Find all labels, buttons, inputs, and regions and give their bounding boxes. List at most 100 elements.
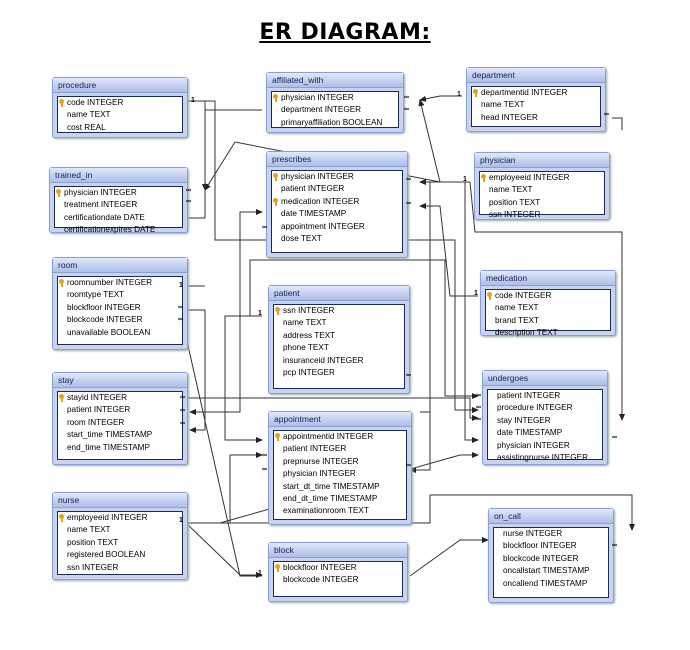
entity-title: trained_in — [50, 168, 187, 183]
entity-title: block — [269, 543, 407, 558]
diagram-title: ER DIAGRAM: — [259, 20, 431, 45]
entity-fields: appointmentid INTEGER patient INTEGER prep… — [273, 430, 407, 520]
entity-title: undergoes — [483, 371, 607, 386]
cardinality-one: 1 — [258, 570, 262, 577]
field-label: blockcode INTEGER — [503, 553, 579, 563]
field-label: end_dt_time TIMESTAMP — [283, 494, 378, 504]
primary-key-icon — [59, 514, 64, 522]
primary-key-icon — [273, 173, 278, 181]
entity-field: procedure INTEGER — [488, 402, 602, 414]
entity-field: patient INTEGER — [58, 404, 182, 416]
entity-field: date TIMESTAMP — [272, 208, 402, 220]
entity-field: code INTEGER — [58, 97, 182, 109]
entity-field: patient INTEGER — [274, 443, 406, 455]
cardinality-many: ∞ — [406, 200, 411, 207]
entity-field: name TEXT — [472, 99, 600, 111]
entity-field: date TIMESTAMP — [488, 427, 602, 439]
field-label: medication INTEGER — [281, 196, 360, 206]
entity-field: appointmentid INTEGER — [274, 431, 406, 443]
field-label: employeeid INTEGER — [67, 513, 148, 522]
field-label: start_time TIMESTAMP — [67, 430, 153, 440]
cardinality-one: 1 — [191, 97, 195, 104]
field-label: date TIMESTAMP — [281, 209, 347, 219]
entity-field: employeeid INTEGER — [480, 172, 604, 184]
entity-field: description TEXT — [486, 327, 610, 339]
entity-field: physician INTEGER — [55, 187, 182, 199]
entity-appointment: appointment appointmentid INTEGER patient … — [268, 411, 412, 525]
entity-field: departmentid INTEGER — [472, 87, 600, 99]
field-label: patient INTEGER — [283, 444, 347, 454]
entity-field: position TEXT — [58, 537, 182, 549]
primary-key-icon — [59, 394, 64, 402]
cardinality-many: ∞ — [262, 466, 267, 473]
field-label: oncallstart TIMESTAMP — [503, 566, 590, 576]
field-label: start_dt_time TIMESTAMP — [283, 481, 380, 491]
entity-title: room — [53, 258, 187, 273]
field-label: blockfloor INTEGER — [283, 563, 357, 572]
field-label: room INTEGER — [67, 417, 125, 427]
entity-field: ssn INTEGER — [274, 305, 404, 317]
entity-title: department — [467, 68, 605, 83]
field-label: patient INTEGER — [67, 405, 131, 415]
cardinality-many: ∞ — [186, 187, 191, 194]
field-label: physician INTEGER — [283, 469, 356, 479]
entity-field: blockcode INTEGER — [494, 553, 608, 565]
entity-field: appointment INTEGER — [272, 221, 402, 233]
entity-field: nurse INTEGER — [494, 528, 608, 540]
field-label: blockcode INTEGER — [283, 575, 359, 585]
cardinality-one: 1 — [179, 282, 183, 289]
field-label: physician INTEGER — [281, 172, 354, 181]
primary-key-icon — [273, 197, 278, 206]
entity-field: address TEXT — [274, 330, 404, 342]
field-label: roomtype TEXT — [67, 290, 125, 300]
cardinality-many: ∞ — [406, 372, 411, 379]
field-label: employeeid INTEGER — [489, 173, 570, 182]
entity-field: blockfloor INTEGER — [494, 540, 608, 552]
entity-fields: blockfloor INTEGER blockcode INTEGER — [273, 561, 403, 597]
entity-block: block blockfloor INTEGER blockcode INTEGER — [268, 542, 408, 602]
entity-undergoes: undergoes patient INTEGER procedure INTEGE… — [482, 370, 608, 465]
field-label: physician INTEGER — [64, 188, 137, 197]
field-label: appointment INTEGER — [281, 221, 365, 231]
primary-key-icon — [473, 89, 478, 97]
cardinality-many: ∞ — [406, 462, 411, 469]
field-label: prepnurse INTEGER — [283, 456, 359, 466]
primary-key-icon — [59, 99, 64, 107]
primary-key-icon — [487, 292, 492, 300]
field-label: ssn INTEGER — [489, 210, 541, 220]
field-label: pcp INTEGER — [283, 368, 335, 378]
field-label: stay INTEGER — [497, 415, 551, 425]
field-label: insuranceid INTEGER — [283, 355, 364, 365]
entity-field: physician INTEGER — [274, 468, 406, 480]
entity-field: name TEXT — [58, 524, 182, 536]
entity-field: ssn INTEGER — [58, 562, 182, 574]
entity-title: medication — [481, 271, 615, 286]
cardinality-many: ∞ — [262, 452, 267, 459]
entity-field: certificationdate DATE — [55, 212, 182, 224]
field-label: patient INTEGER — [497, 391, 561, 400]
entity-field: unavailable BOOLEAN — [58, 327, 182, 339]
field-label: position TEXT — [489, 197, 541, 207]
field-label: appointmentid INTEGER — [283, 432, 374, 441]
cardinality-many: ∞ — [180, 394, 185, 401]
cardinality-many: ∞ — [180, 420, 185, 427]
cardinality-many: ∞ — [476, 404, 481, 411]
field-label: unavailable BOOLEAN — [67, 327, 151, 337]
field-label: brand TEXT — [495, 315, 539, 325]
field-label: examinationroom TEXT — [283, 506, 369, 516]
entity-title: stay — [53, 373, 187, 388]
cardinality-many: ∞ — [178, 304, 183, 311]
entity-title: appointment — [269, 412, 411, 427]
field-label: position TEXT — [67, 537, 119, 547]
entity-title: patient — [269, 286, 409, 301]
field-label: name TEXT — [495, 303, 539, 313]
entity-field: end_dt_time TIMESTAMP — [274, 493, 406, 505]
entity-field: assistingnurse INTEGER — [488, 452, 602, 464]
field-label: registered BOOLEAN — [67, 550, 146, 560]
